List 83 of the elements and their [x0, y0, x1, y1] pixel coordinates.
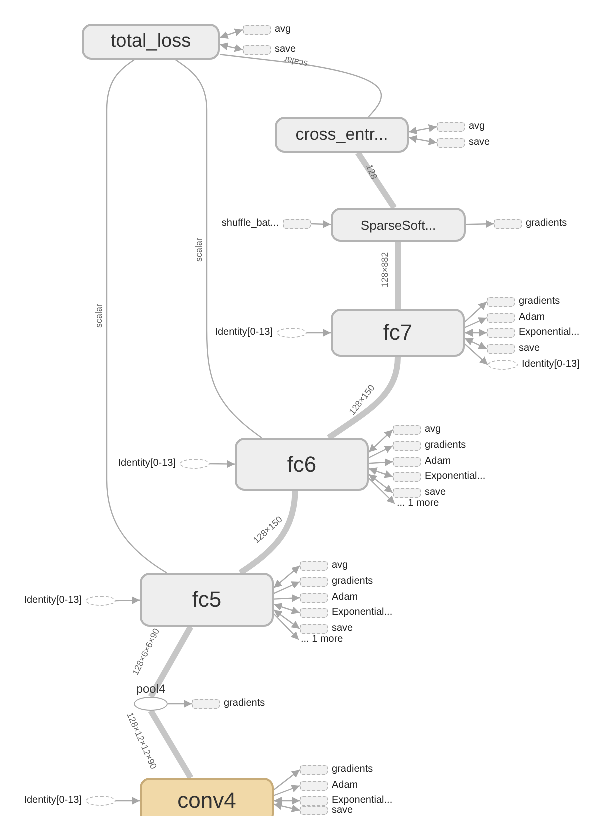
node-label: Adam	[519, 312, 546, 324]
op-node: fc6	[235, 438, 369, 491]
arrow	[116, 596, 140, 605]
arrow	[274, 802, 300, 813]
node-label: gradients	[425, 440, 466, 452]
arrow	[274, 594, 300, 602]
data-flow-edge	[356, 151, 397, 210]
arrow	[220, 42, 244, 52]
op-node: cross_entr...	[275, 117, 409, 153]
node-label: Exponential...	[519, 327, 580, 339]
edge-label: scalar	[94, 304, 104, 328]
node-label: pool4	[136, 682, 166, 696]
arrow	[220, 28, 244, 40]
node-label: Identity[0-13]	[24, 795, 82, 807]
op-node: fc7	[331, 309, 465, 357]
node-label: avg	[275, 24, 292, 36]
arrow	[274, 770, 300, 791]
node-label: gradients	[224, 698, 266, 710]
node-label: Adam	[332, 780, 358, 792]
arrow	[310, 220, 332, 228]
node-label: save	[332, 804, 354, 816]
arrow	[368, 445, 394, 459]
arrow	[116, 797, 140, 805]
arrow	[168, 700, 192, 708]
node-label: Identity[0-13]	[522, 359, 580, 371]
op-node: total_loss	[82, 24, 220, 60]
arrow	[274, 797, 300, 805]
node-label: Identity[0-13]	[118, 458, 176, 470]
node-label: gradients	[519, 296, 560, 308]
more-label: ... 1 more	[301, 634, 344, 646]
arrow	[368, 478, 396, 504]
node-label: Identity[0-13]	[24, 595, 82, 607]
data-flow-edge	[148, 709, 194, 780]
edge-label: scalar	[194, 238, 204, 262]
node-label: Exponential...	[425, 471, 486, 483]
node-label: avg	[332, 560, 348, 572]
arrow	[274, 581, 300, 594]
node-label: Adam	[425, 456, 452, 468]
arrow	[274, 785, 300, 796]
node-label: save	[275, 44, 296, 56]
node-label: save	[425, 487, 446, 499]
node-label: Adam	[332, 592, 358, 604]
more-label: ... 1 more	[397, 498, 440, 510]
data-flow-edge	[327, 356, 401, 440]
arrow	[307, 329, 331, 337]
arrow	[465, 329, 487, 337]
data-flow-edge	[395, 242, 402, 310]
arrow	[464, 302, 488, 323]
node-label: avg	[425, 424, 442, 436]
arrow	[210, 460, 235, 468]
node-label: gradients	[526, 218, 568, 230]
arrow	[274, 614, 300, 640]
node-label: Identity[0-13]	[215, 327, 273, 339]
arrow	[464, 338, 488, 350]
arrow	[408, 124, 438, 135]
node-label: gradients	[332, 764, 374, 776]
op-node: conv4	[140, 778, 274, 816]
arrow	[368, 458, 394, 467]
node-label: Exponential...	[332, 795, 393, 807]
arrow	[274, 603, 300, 614]
edge-label: scalar	[283, 54, 309, 70]
arrow	[368, 430, 394, 453]
arrow	[408, 135, 438, 146]
node-label: avg	[469, 121, 486, 133]
node-label: save	[332, 623, 354, 635]
data-flow-edge	[148, 626, 194, 698]
op-node: SparseSoft...	[331, 208, 466, 242]
node-label: shuffle_bat...	[222, 218, 279, 230]
arrow	[368, 474, 394, 494]
edge-label: 128×882	[380, 252, 390, 288]
node-label: Exponential...	[332, 607, 393, 619]
arrow	[274, 610, 300, 630]
data-flow-edge	[238, 490, 298, 576]
arrow	[464, 344, 488, 366]
arrow	[466, 220, 494, 228]
op-node: fc5	[140, 573, 274, 627]
node-label: gradients	[332, 576, 374, 588]
arrow	[464, 317, 488, 328]
node-label: save	[469, 137, 490, 149]
arrow	[274, 566, 300, 589]
edge-label: 128	[364, 163, 380, 181]
node-label: save	[519, 343, 540, 355]
arrow	[368, 468, 394, 478]
